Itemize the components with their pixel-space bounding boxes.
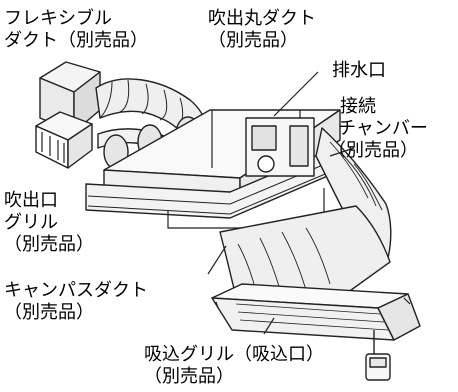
inlet-grille-drawing	[211, 283, 421, 341]
label-round-duct-1: 吹出丸ダクト	[208, 8, 316, 29]
label-drain: 排水口	[332, 60, 386, 81]
label-flex-duct-2: ダクト（別売品）	[4, 30, 148, 51]
label-round-duct-2: （別売品）	[208, 30, 298, 51]
label-chamber-3: （別売品）	[328, 140, 418, 161]
drain-panel-drawing	[245, 71, 319, 177]
label-inlet-grille-2: （別売品）	[144, 366, 234, 387]
remote-controller-drawing	[365, 330, 391, 381]
label-canvas-duct-2: （別売品）	[4, 302, 94, 323]
label-inlet-grille-1: 吸込グリル（吸込口）	[144, 344, 324, 365]
label-chamber-1: 接続	[340, 96, 376, 117]
canvas-duct-drawing	[207, 205, 391, 311]
outlet-grille-drawing	[35, 61, 101, 169]
label-canvas-duct-1: キャンパスダクト	[4, 280, 148, 301]
label-outlet-grille-1: 吹出口	[4, 190, 58, 211]
label-outlet-grille-2: グリル	[4, 212, 58, 233]
label-flex-duct-1: フレキシブル	[4, 8, 112, 29]
label-chamber-2: チャンバー	[338, 118, 428, 139]
label-outlet-grille-3: （別売品）	[4, 234, 94, 255]
